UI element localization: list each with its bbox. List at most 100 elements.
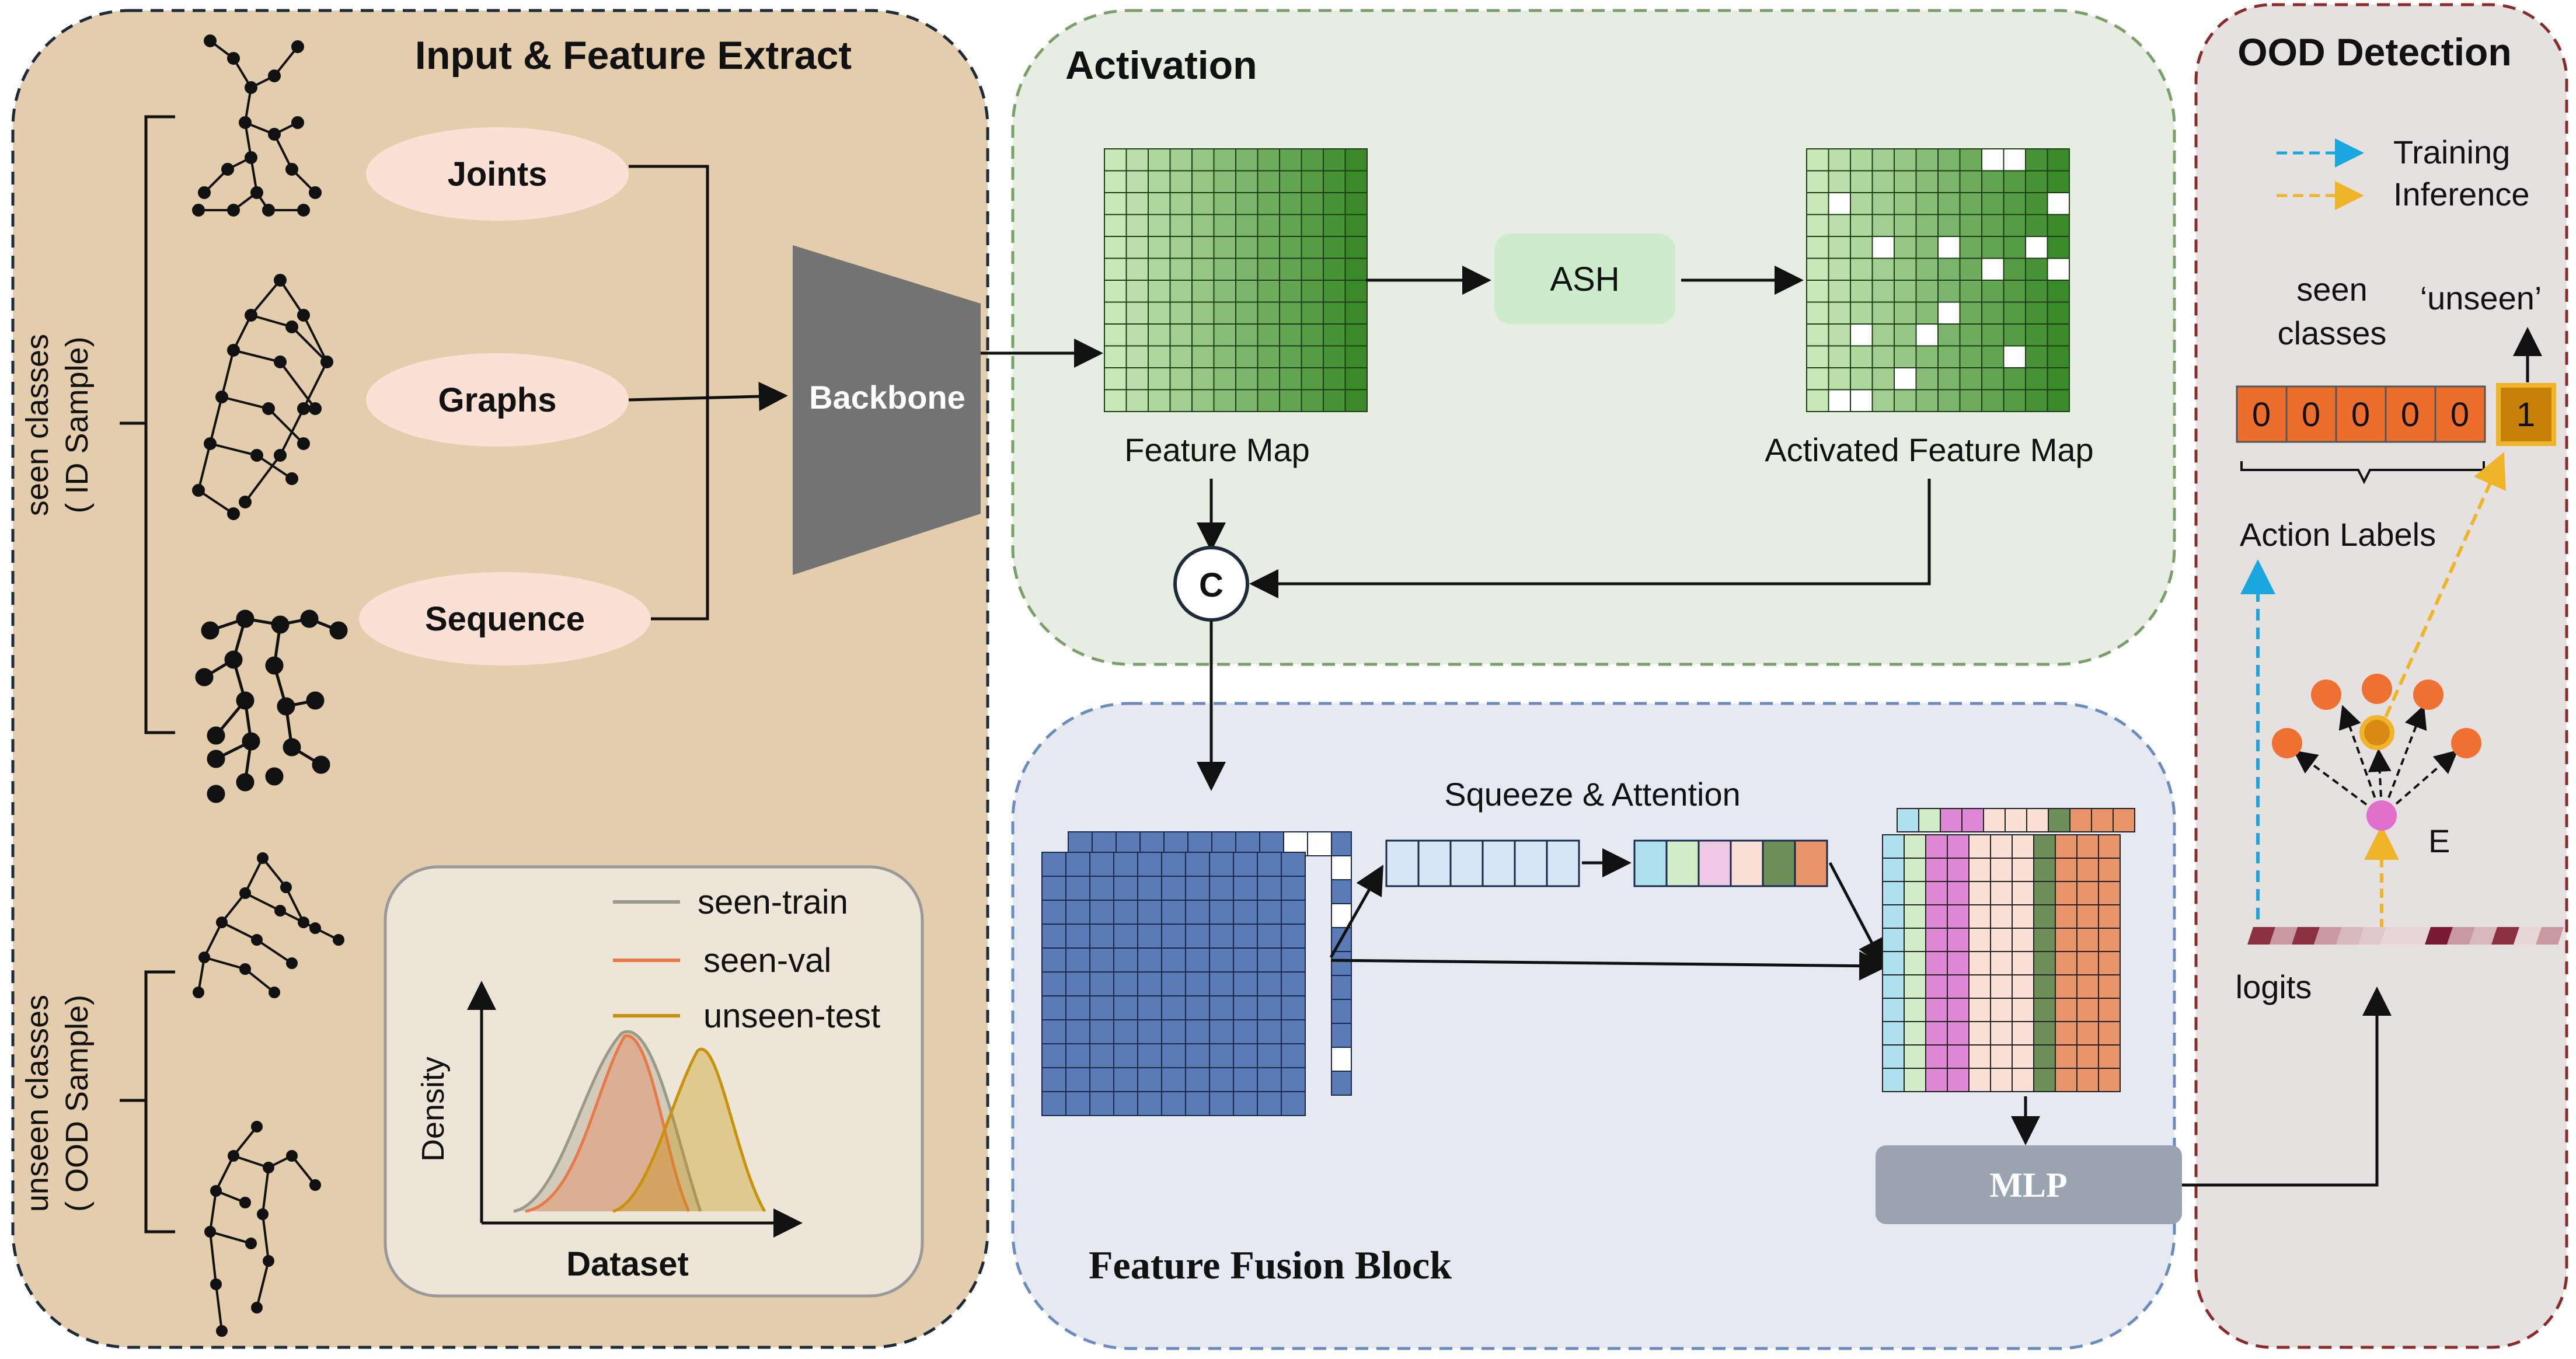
grid-cell — [1169, 148, 1193, 172]
grid-cell — [1104, 367, 1127, 391]
grid-cell — [1257, 1043, 1282, 1068]
grid-cell — [1828, 389, 1851, 412]
grid-cell — [2098, 998, 2121, 1022]
logit-cell — [2247, 927, 2275, 945]
logit-cell — [2314, 927, 2342, 945]
grid-cell — [2003, 148, 2026, 172]
grid-cell — [1959, 367, 1982, 391]
grid-cell — [1904, 834, 1926, 859]
grid-cell — [1257, 367, 1280, 391]
grid-cell — [2012, 1044, 2034, 1069]
grid-cell — [1235, 323, 1259, 347]
grid-cell — [2033, 998, 2056, 1022]
grid-cell — [1871, 192, 1895, 215]
grid-cell — [1331, 951, 1352, 976]
grid-cell — [2076, 881, 2099, 905]
concat-label: C — [1199, 566, 1223, 604]
class-node-3 — [2362, 674, 2392, 704]
grid-cell — [2076, 951, 2099, 975]
grid-cell — [1981, 280, 2005, 303]
grid-cell — [1137, 995, 1162, 1020]
grid-cell — [1307, 831, 1332, 856]
grid-cell — [2055, 858, 2077, 882]
grid-cell — [2025, 280, 2048, 303]
grid-cell — [1089, 852, 1114, 877]
grid-cell — [1257, 389, 1280, 412]
grid-cell — [1915, 345, 1939, 368]
grid-cell — [1301, 236, 1324, 259]
grid-cell — [1065, 1067, 1090, 1092]
grid-cell — [2026, 808, 2049, 832]
grid-cell — [2098, 1068, 2121, 1092]
grid-cell — [1137, 947, 1162, 973]
grid-cell — [1882, 951, 1905, 975]
grid-cell — [2033, 1068, 2056, 1092]
grid-cell — [1185, 852, 1210, 877]
grid-cell — [1871, 257, 1895, 281]
energy-label: E — [2428, 823, 2450, 859]
grid-cell — [1257, 924, 1282, 949]
grid-cell — [1169, 257, 1193, 281]
grid-cell — [2025, 192, 2048, 215]
grid-cell — [1235, 148, 1259, 172]
grid-cell — [1113, 1019, 1138, 1044]
grid-cell — [1148, 389, 1171, 412]
grid-cell — [1882, 904, 1905, 929]
grid-cell — [1137, 900, 1162, 925]
grid-cell — [1089, 1043, 1114, 1068]
grid-cell — [1894, 301, 1917, 325]
grid-cell — [1257, 170, 1280, 193]
grid-cell — [1915, 280, 1939, 303]
grid-cell — [1185, 1091, 1210, 1116]
grid-cell — [1233, 1043, 1258, 1068]
grid-cell — [2047, 280, 2070, 303]
seen-bracket — [120, 115, 175, 734]
grid-cell — [1137, 1067, 1162, 1092]
grid-cell — [1828, 345, 1851, 368]
grid-cell — [1331, 831, 1352, 856]
grid-cell — [1213, 214, 1236, 237]
grid-cell — [2098, 881, 2121, 905]
grid-cell — [1235, 389, 1259, 412]
grid-cell — [1301, 214, 1324, 237]
logit-cell — [2425, 927, 2453, 945]
grid-cell — [2003, 214, 2026, 237]
inference-path-arrow — [2377, 452, 2506, 734]
grid-cell — [1871, 323, 1895, 347]
grid-cell — [1940, 808, 1962, 832]
grid-cell — [1148, 323, 1171, 347]
grid-cell — [1104, 148, 1127, 172]
grid-cell — [1882, 928, 1905, 952]
grid-cell — [1828, 367, 1851, 391]
grid-cell — [1089, 1091, 1114, 1116]
grid-cell — [1990, 834, 2013, 859]
grid-cell — [2098, 1044, 2121, 1069]
grid-cell — [1828, 301, 1851, 325]
grid-cell — [1104, 236, 1127, 259]
grid-cell — [1279, 280, 1302, 303]
grid-cell — [1161, 1091, 1186, 1116]
grid-cell — [2025, 214, 2048, 237]
grid-cell — [1161, 900, 1186, 925]
grid-cell — [1344, 170, 1368, 193]
grid-cell — [1882, 974, 1905, 999]
grid-cell — [1894, 345, 1917, 368]
graphs-label: Graphs — [438, 381, 556, 419]
grid-cell — [1828, 192, 1851, 215]
grid-cell — [1089, 971, 1114, 996]
grid-cell — [1235, 345, 1259, 368]
grid-cell — [1925, 881, 1948, 905]
grid-cell — [1937, 170, 1961, 193]
squeeze-attention-label: Squeeze & Attention — [1444, 776, 1741, 813]
grid-cell — [2098, 928, 2121, 952]
grid-cell — [1148, 236, 1171, 259]
vector-cell-3 — [2385, 385, 2436, 443]
grid-cell — [1301, 257, 1324, 281]
grid-cell — [1185, 924, 1210, 949]
vector-value-3: 0 — [2401, 396, 2420, 434]
grid-cell — [1968, 974, 1991, 999]
grid-cell — [1235, 170, 1259, 193]
grid-cell — [1185, 900, 1210, 925]
grid-cell — [2055, 904, 2077, 929]
grid-cell — [1125, 214, 1149, 237]
